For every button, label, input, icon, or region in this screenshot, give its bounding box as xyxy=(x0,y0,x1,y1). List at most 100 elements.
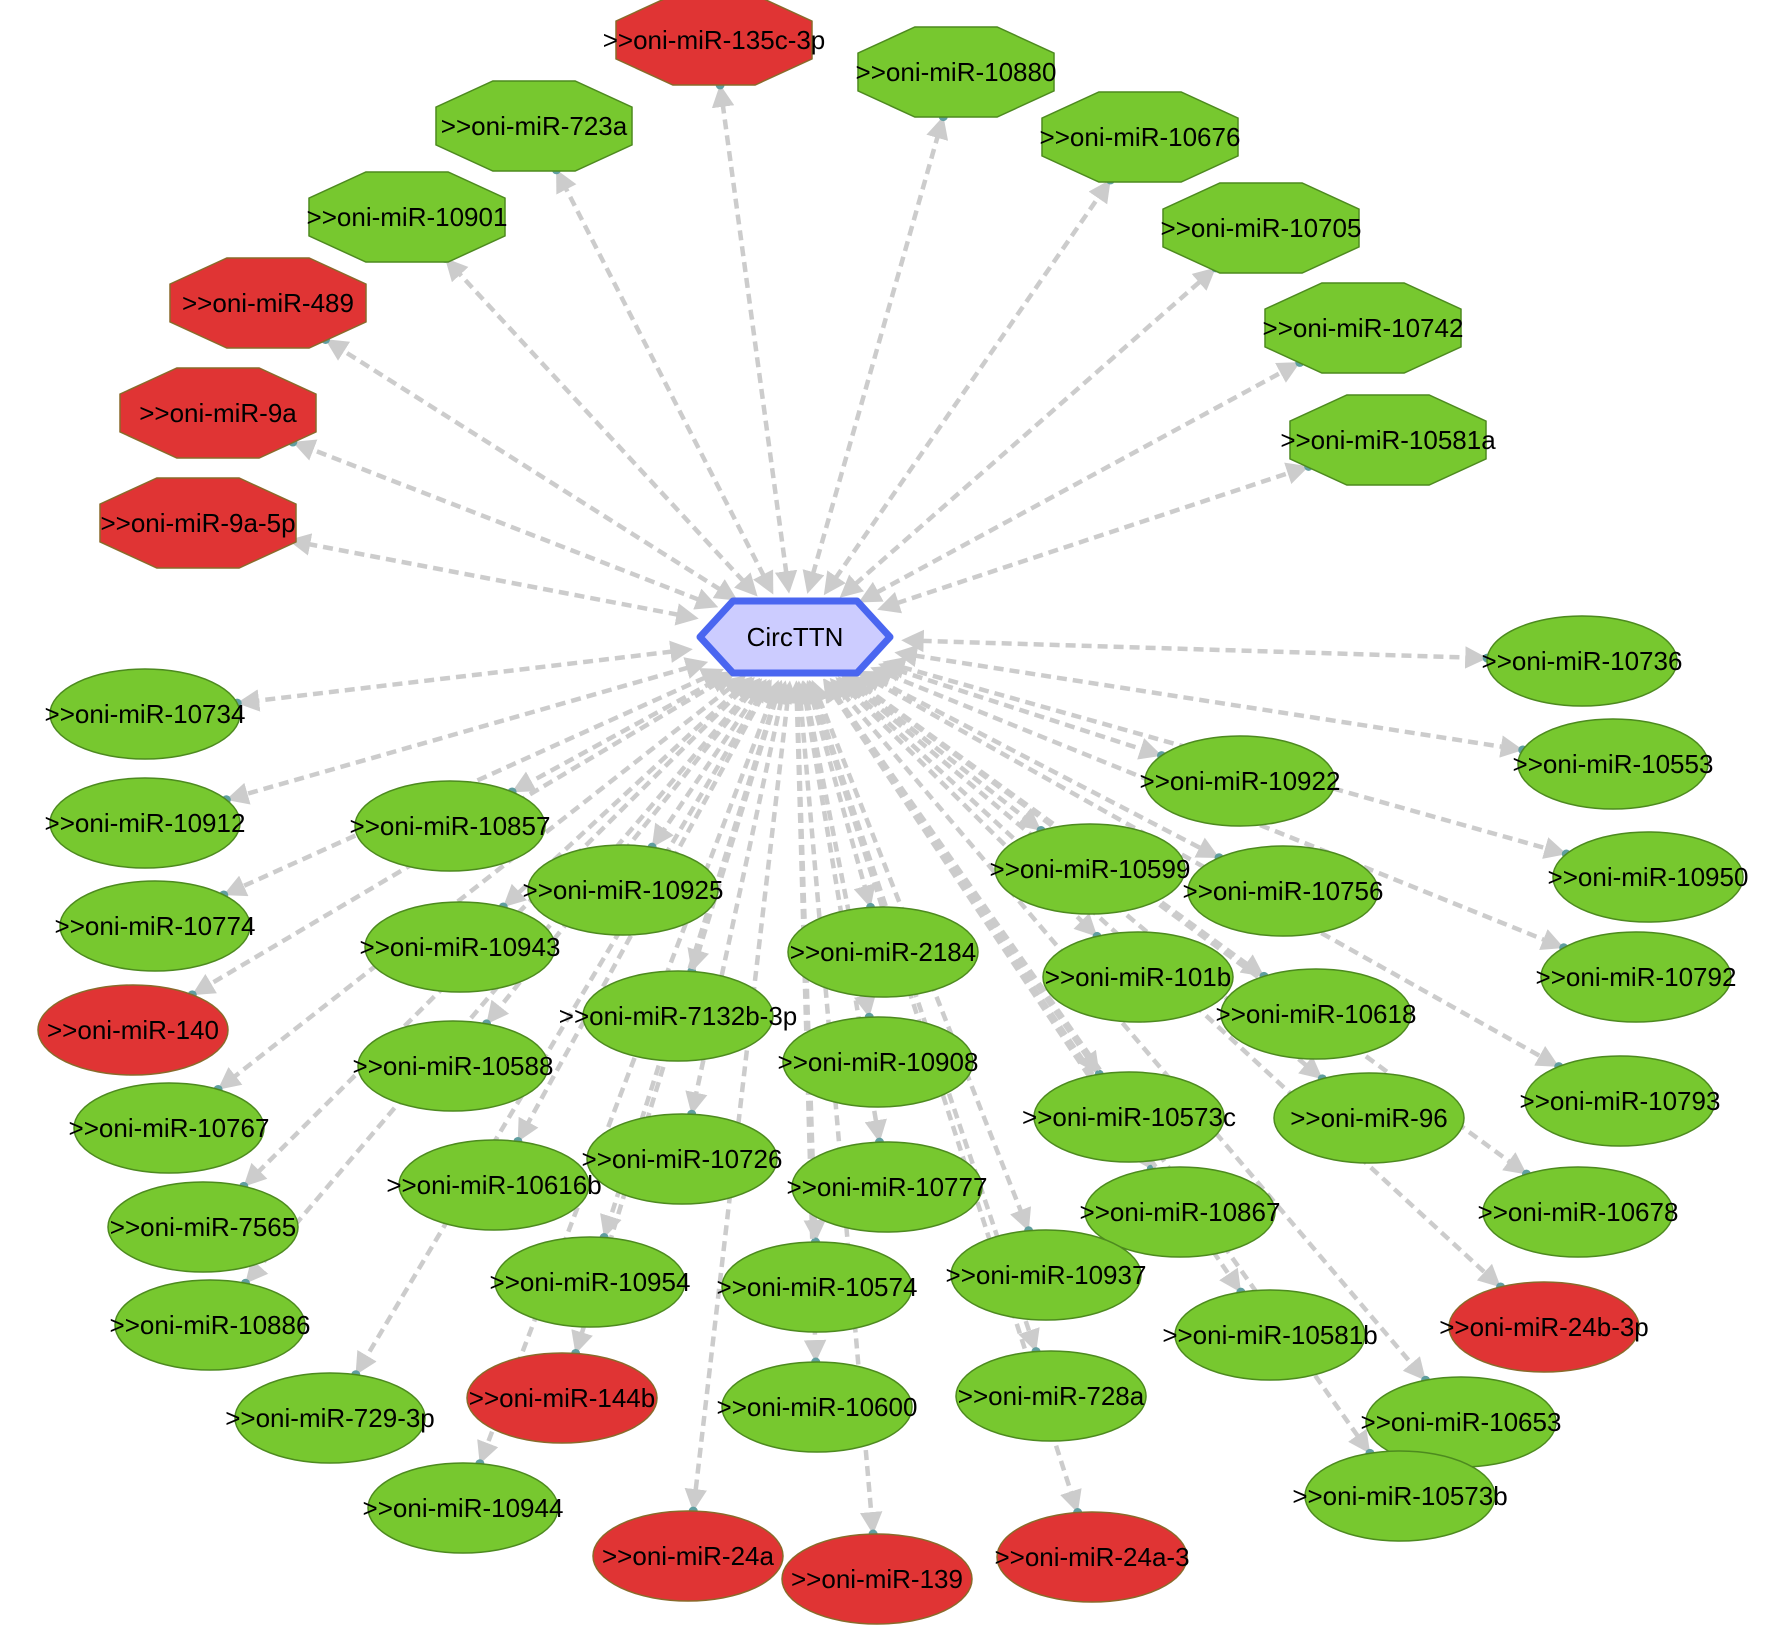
node-oni-mir-10777[interactable]: >>oni-miR-10777 xyxy=(787,1141,988,1233)
node-oni-mir-10599[interactable]: >>oni-miR-10599 xyxy=(990,823,1191,915)
node-shape-octagon xyxy=(169,257,367,349)
node-label: >>oni-miR-10581b xyxy=(1162,1320,1377,1350)
node-oni-mir-10857[interactable]: >>oni-miR-10857 xyxy=(350,780,551,872)
node-oni-mir-10581a[interactable]: >>oni-miR-10581a xyxy=(1280,394,1496,486)
node-label: >>oni-miR-10756 xyxy=(1183,876,1384,906)
node-oni-mir-10793[interactable]: >>oni-miR-10793 xyxy=(1520,1055,1721,1147)
center-node[interactable]: CircTTN xyxy=(696,597,894,677)
node-shape-ellipse xyxy=(1486,615,1678,707)
node-label: >>oni-miR-10705 xyxy=(1161,213,1362,243)
node-oni-mir-139[interactable]: >>oni-miR-139 xyxy=(781,1533,973,1625)
node-oni-mir-729-3p[interactable]: >>oni-miR-729-3p xyxy=(225,1372,435,1464)
node-oni-mir-96[interactable]: >>oni-miR-96 xyxy=(1273,1072,1465,1164)
node-oni-mir-10944[interactable]: >>oni-miR-10944 xyxy=(363,1462,564,1554)
node-oni-mir-10925[interactable]: >>oni-miR-10925 xyxy=(523,844,724,936)
node-oni-mir-10886[interactable]: >>oni-miR-10886 xyxy=(110,1279,311,1371)
node-oni-mir-135c-3p[interactable]: >>oni-miR-135c-3p xyxy=(603,0,826,86)
node-oni-mir-10553[interactable]: >>oni-miR-10553 xyxy=(1513,718,1714,810)
node-shape-ellipse xyxy=(586,1113,778,1205)
node-shape-ellipse xyxy=(782,1016,974,1108)
node-shape-octagon xyxy=(1041,91,1239,183)
node-oni-mir-10901[interactable]: >>oni-miR-10901 xyxy=(307,171,508,263)
node-oni-mir-140[interactable]: >>oni-miR-140 xyxy=(37,984,229,1076)
edge-circttn-oni-mir-10705 xyxy=(839,267,1216,598)
node-oni-mir-144b[interactable]: >>oni-miR-144b xyxy=(466,1352,658,1444)
node-label: >>oni-miR-10678 xyxy=(1478,1197,1679,1227)
node-oni-mir-10950[interactable]: >>oni-miR-10950 xyxy=(1548,831,1749,923)
node-oni-mir-10616b[interactable]: >>oni-miR-10616b xyxy=(386,1139,602,1231)
node-oni-mir-10792[interactable]: >>oni-miR-10792 xyxy=(1536,931,1737,1023)
node-label: >>oni-miR-10922 xyxy=(1140,766,1341,796)
node-oni-mir-10726[interactable]: >>oni-miR-10726 xyxy=(582,1113,783,1205)
node-oni-mir-10600[interactable]: >>oni-miR-10600 xyxy=(717,1361,918,1453)
node-label: >>oni-miR-9a xyxy=(139,398,297,428)
node-label: >>oni-miR-723a xyxy=(441,111,628,141)
node-oni-mir-10676[interactable]: >>oni-miR-10676 xyxy=(1040,91,1241,183)
node-shape-octagon xyxy=(615,0,813,86)
node-oni-mir-7132b-3p[interactable]: >>oni-miR-7132b-3p xyxy=(559,970,797,1062)
node-shape-ellipse xyxy=(49,668,241,760)
node-oni-mir-10880[interactable]: >>oni-miR-10880 xyxy=(856,26,1057,118)
node-shape-ellipse xyxy=(398,1139,590,1231)
node-oni-mir-10937[interactable]: >>oni-miR-10937 xyxy=(946,1229,1147,1321)
node-oni-mir-10573c[interactable]: >>oni-miR-10573c xyxy=(1022,1071,1236,1163)
node-oni-mir-10756[interactable]: >>oni-miR-10756 xyxy=(1183,845,1384,937)
node-oni-mir-24b-3p[interactable]: >>oni-miR-24b-3p xyxy=(1439,1281,1649,1373)
node-label: >>oni-miR-489 xyxy=(182,288,354,318)
node-oni-mir-10573b[interactable]: >>oni-miR-10573b xyxy=(1292,1450,1508,1542)
node-label: >>oni-miR-10937 xyxy=(946,1260,1147,1290)
node-label: >>oni-miR-2184 xyxy=(790,937,976,967)
node-label: >>oni-miR-7132b-3p xyxy=(559,1001,797,1031)
node-oni-mir-10588[interactable]: >>oni-miR-10588 xyxy=(353,1020,554,1112)
node-oni-mir-10618[interactable]: >>oni-miR-10618 xyxy=(1216,968,1417,1060)
node-shape-octagon xyxy=(435,80,633,172)
edge-circttn-oni-mir-24a xyxy=(684,680,799,1512)
node-oni-mir-2184[interactable]: >>oni-miR-2184 xyxy=(787,906,979,998)
node-oni-mir-10912[interactable]: >>oni-miR-10912 xyxy=(45,777,246,869)
node-oni-mir-7565[interactable]: >>oni-miR-7565 xyxy=(107,1181,299,1273)
node-label: >>oni-miR-10653 xyxy=(1361,1407,1562,1437)
node-label: >>oni-miR-10676 xyxy=(1040,122,1241,152)
node-label: >>oni-miR-101b xyxy=(1045,962,1231,992)
node-layer: >>oni-miR-135c-3p >>oni-miR-10880 >>oni-mi… xyxy=(37,0,1749,1625)
node-oni-mir-10908[interactable]: >>oni-miR-10908 xyxy=(778,1016,979,1108)
node-label: >>oni-miR-10925 xyxy=(523,875,724,905)
node-oni-mir-10867[interactable]: >>oni-miR-10867 xyxy=(1080,1166,1281,1258)
node-oni-mir-10678[interactable]: >>oni-miR-10678 xyxy=(1478,1166,1679,1258)
node-shape-octagon xyxy=(119,367,317,459)
node-oni-mir-101b[interactable]: >>oni-miR-101b xyxy=(1042,931,1234,1023)
node-oni-mir-10954[interactable]: >>oni-miR-10954 xyxy=(490,1236,691,1328)
edge-circttn-oni-mir-9a-5p xyxy=(287,533,699,626)
node-oni-mir-489[interactable]: >>oni-miR-489 xyxy=(169,257,367,349)
node-label: >>oni-miR-10600 xyxy=(717,1392,918,1422)
node-label: >>oni-miR-10573b xyxy=(1292,1481,1507,1511)
node-oni-mir-10581b[interactable]: >>oni-miR-10581b xyxy=(1162,1289,1378,1381)
node-shape-ellipse xyxy=(1540,931,1732,1023)
node-oni-mir-10653[interactable]: >>oni-miR-10653 xyxy=(1361,1376,1562,1468)
node-oni-mir-10774[interactable]: >>oni-miR-10774 xyxy=(55,880,256,972)
node-oni-mir-9a[interactable]: >>oni-miR-9a xyxy=(119,367,317,459)
node-label: >>oni-miR-144b xyxy=(469,1383,655,1413)
node-oni-mir-10767[interactable]: >>oni-miR-10767 xyxy=(69,1082,270,1174)
node-oni-mir-10705[interactable]: >>oni-miR-10705 xyxy=(1161,182,1362,274)
edge-circttn-oni-mir-10944 xyxy=(477,679,782,1465)
node-oni-mir-10736[interactable]: >>oni-miR-10736 xyxy=(1482,615,1683,707)
node-oni-mir-24a[interactable]: >>oni-miR-24a xyxy=(592,1510,784,1602)
node-oni-mir-10734[interactable]: >>oni-miR-10734 xyxy=(45,668,246,760)
node-label: >>oni-miR-96 xyxy=(1290,1103,1448,1133)
edge-circttn-oni-mir-10581a xyxy=(877,462,1310,614)
node-oni-mir-723a[interactable]: >>oni-miR-723a xyxy=(435,80,633,172)
node-label: >>oni-miR-135c-3p xyxy=(603,25,826,55)
node-shape-ellipse xyxy=(1304,1450,1496,1542)
node-oni-mir-10574[interactable]: >>oni-miR-10574 xyxy=(717,1241,918,1333)
node-oni-mir-10922[interactable]: >>oni-miR-10922 xyxy=(1140,735,1341,827)
node-label: >>oni-miR-10553 xyxy=(1513,749,1714,779)
node-oni-mir-10742[interactable]: >>oni-miR-10742 xyxy=(1263,282,1464,374)
node-oni-mir-10943[interactable]: >>oni-miR-10943 xyxy=(360,901,561,993)
node-label: >>oni-miR-10867 xyxy=(1080,1197,1281,1227)
node-oni-mir-24a-3[interactable]: >>oni-miR-24a-3 xyxy=(994,1511,1190,1603)
node-shape-ellipse xyxy=(721,1241,913,1333)
node-oni-mir-728a[interactable]: >>oni-miR-728a xyxy=(955,1350,1147,1442)
node-oni-mir-9a-5p[interactable]: >>oni-miR-9a-5p xyxy=(99,477,297,569)
node-shape-ellipse xyxy=(1524,1055,1716,1147)
